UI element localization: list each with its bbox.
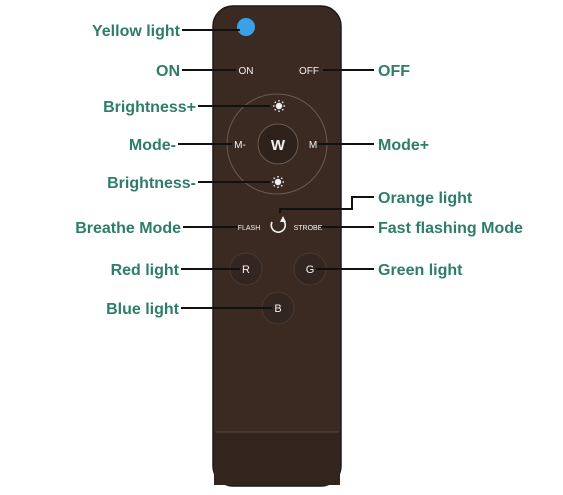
label-brightness-minus: Brightness-	[107, 175, 196, 192]
remote-bottom-band	[214, 432, 340, 485]
brightness-plus-button[interactable]	[273, 100, 285, 112]
label-red-light: Red light	[111, 262, 180, 279]
label-breathe-mode: Breathe Mode	[75, 220, 181, 237]
remote-control: ON OFF M- W M	[212, 5, 342, 487]
mode-minus-button[interactable]: M-	[234, 140, 246, 151]
label-mode-plus: Mode+	[378, 137, 429, 154]
leader-orange-light	[279, 196, 374, 213]
w-button-label: W	[271, 137, 286, 154]
off-button[interactable]: OFF	[299, 66, 319, 77]
w-button[interactable]	[257, 123, 299, 165]
leader-lines	[178, 29, 374, 309]
circular-arrow-head	[280, 216, 286, 222]
label-green-light: Green light	[378, 262, 463, 279]
mode-plus-button[interactable]: M	[309, 140, 317, 151]
flash-button[interactable]: FLASH	[238, 225, 261, 232]
brightness-minus-button[interactable]	[272, 176, 284, 188]
on-button[interactable]: ON	[239, 66, 254, 77]
label-fast-flashing-mode: Fast flashing Mode	[378, 220, 523, 237]
red-button-label: R	[242, 264, 250, 276]
label-off: OFF	[378, 63, 410, 80]
breathe-button[interactable]	[270, 216, 287, 233]
label-on: ON	[156, 63, 180, 80]
sun-icon	[273, 100, 285, 112]
label-orange-light: Orange light	[378, 190, 473, 207]
circular-arrow-icon	[270, 219, 287, 233]
blue-button-label: B	[274, 303, 281, 315]
callout-labels: Yellow light ON OFF Brightness+ Mode- Mo…	[75, 23, 523, 318]
label-mode-minus: Mode-	[129, 137, 176, 154]
remote-body	[212, 5, 342, 487]
label-brightness-plus: Brightness+	[103, 99, 196, 116]
strobe-button[interactable]: STROBE	[294, 225, 323, 232]
sun-icon	[272, 176, 284, 188]
indicator-led	[237, 18, 255, 36]
label-yellow-light: Yellow light	[92, 23, 181, 40]
label-blue-light: Blue light	[106, 301, 180, 318]
green-button-label: G	[306, 264, 315, 276]
